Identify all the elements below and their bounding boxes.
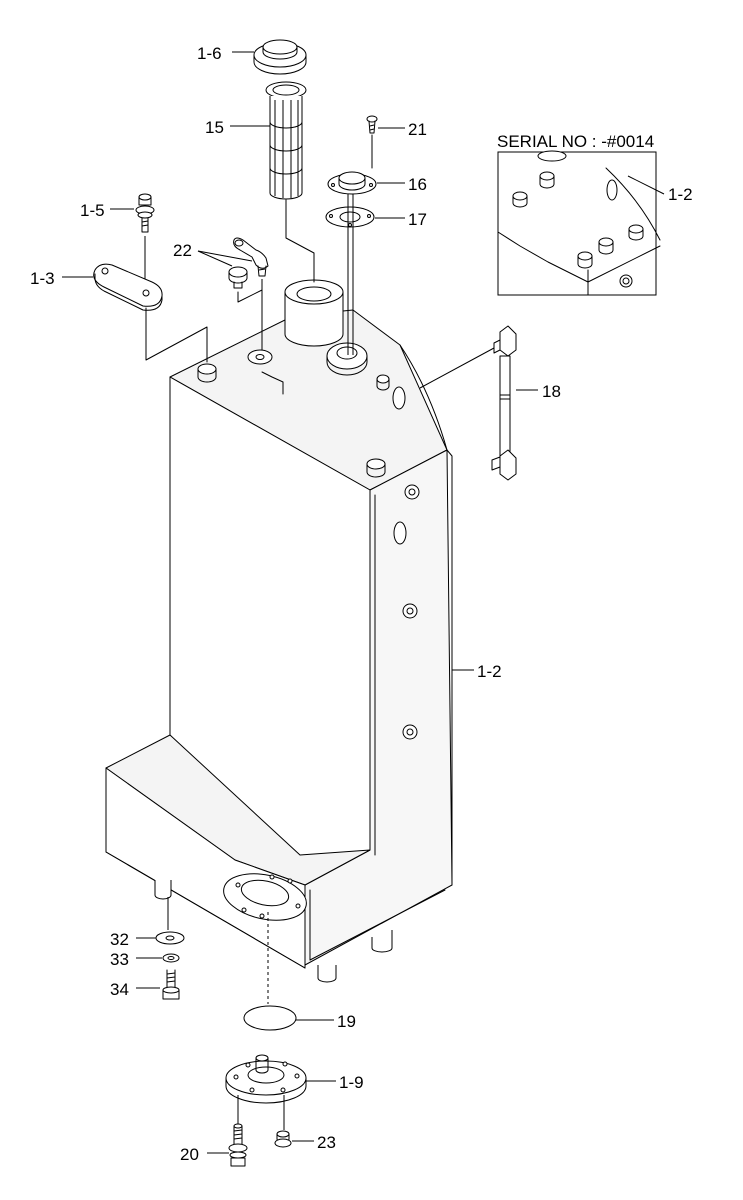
part-17-gasket: 17 xyxy=(325,194,427,355)
label-17: 17 xyxy=(408,210,427,229)
serial-inset: SERIAL NO : -#0014 1-2 xyxy=(497,132,693,296)
label-23: 23 xyxy=(317,1133,336,1152)
part-33-lock-washer: 33 xyxy=(110,950,180,969)
side-boss xyxy=(404,484,420,500)
part-1-6-cap: 1-6 xyxy=(197,39,307,75)
part-15-strainer: 15 xyxy=(205,81,315,283)
label-33: 33 xyxy=(110,950,129,969)
part-19-o-ring: 19 xyxy=(243,912,356,1031)
label-19: 19 xyxy=(337,1012,356,1031)
part-23-plug: 23 xyxy=(274,1095,336,1152)
side-boss xyxy=(402,724,418,740)
part-1-3-plate: 1-3 xyxy=(30,263,208,363)
part-18-level-gauge: 18 xyxy=(419,325,561,481)
tank-leg xyxy=(371,930,393,953)
part-22-fittings: 22 xyxy=(173,237,269,350)
part-1-2-tank-label: 1-2 xyxy=(452,662,502,681)
label-1-5: 1-5 xyxy=(80,201,105,220)
inset-boss xyxy=(539,171,555,189)
top-boss xyxy=(197,363,217,383)
part-20-bolt: 20 xyxy=(180,1095,248,1167)
label-1-2: 1-2 xyxy=(477,662,502,681)
label-22: 22 xyxy=(173,241,192,260)
side-boss xyxy=(402,603,418,619)
label-34: 34 xyxy=(110,980,129,999)
tank-leg xyxy=(317,965,337,983)
label-32: 32 xyxy=(110,930,129,949)
label-1-6: 1-6 xyxy=(197,44,222,63)
part-1-5-bolt: 1-5 xyxy=(80,193,155,293)
hydraulic-tank xyxy=(105,279,453,983)
inset-label: 1-2 xyxy=(668,185,693,204)
part-34-bolt: 34 xyxy=(110,969,180,1000)
tank-leg xyxy=(154,880,172,900)
inset-boss xyxy=(512,191,528,208)
part-21-screw: 21 xyxy=(366,115,427,169)
label-21: 21 xyxy=(408,120,427,139)
inset-boss xyxy=(598,237,614,255)
part-32-washer: 32 xyxy=(110,897,185,949)
filler-neck xyxy=(284,279,344,347)
label-20: 20 xyxy=(180,1145,199,1164)
part-16-cover: 16 xyxy=(327,171,427,195)
label-18: 18 xyxy=(542,382,561,401)
inset-boss xyxy=(577,251,593,269)
inset-title: SERIAL NO : -#0014 xyxy=(497,132,654,151)
inset-boss xyxy=(628,224,644,241)
label-1-3: 1-3 xyxy=(30,269,55,288)
top-boss xyxy=(366,458,386,478)
label-15: 15 xyxy=(205,118,224,137)
inset-frame xyxy=(497,151,657,296)
top-boss xyxy=(376,374,390,391)
part-1-9-cover: 1-9 xyxy=(225,1054,364,1104)
label-1-9: 1-9 xyxy=(339,1073,364,1092)
label-16: 16 xyxy=(408,175,427,194)
side-boss xyxy=(393,521,407,545)
